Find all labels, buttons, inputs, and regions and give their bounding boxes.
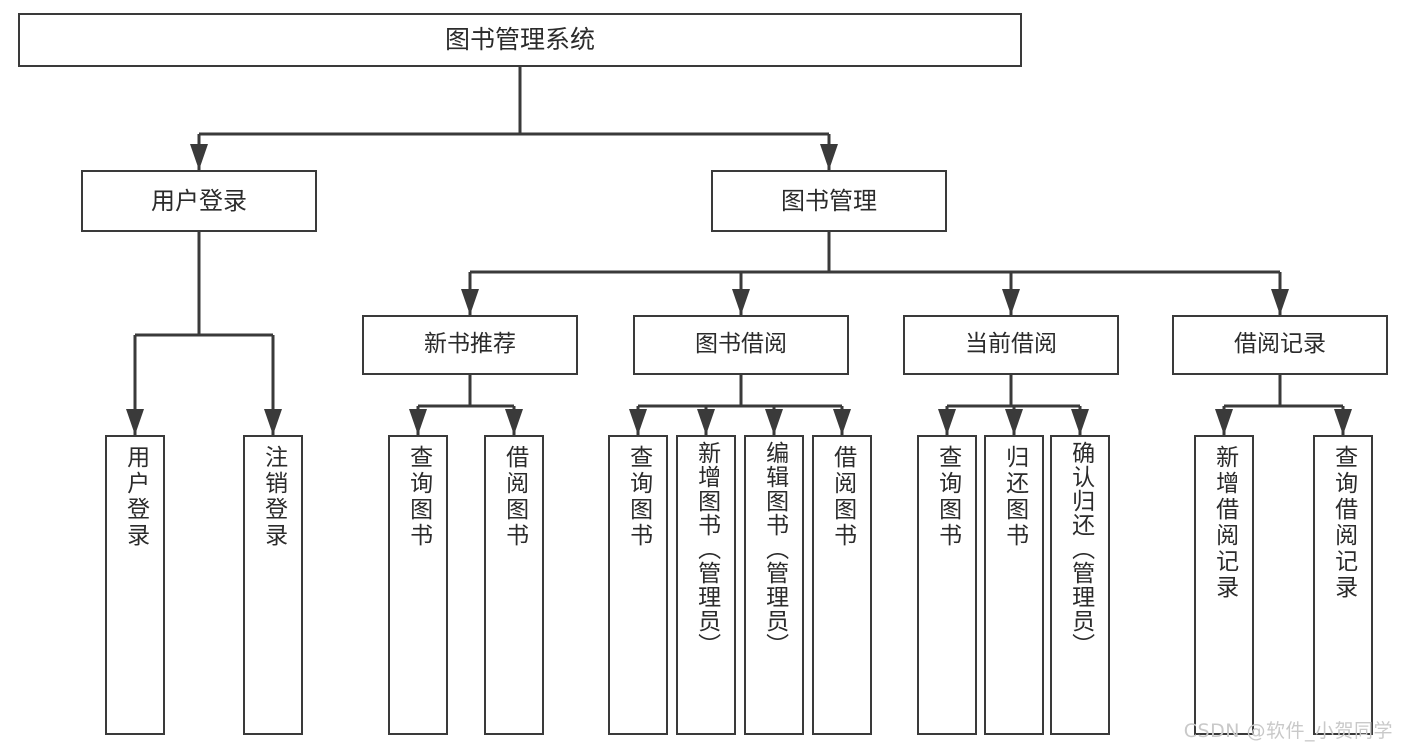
node-leaf6[interactable]: 新增图书（管理员） xyxy=(676,435,736,735)
node-label: 查询图书 xyxy=(405,445,432,549)
node-leaf9[interactable]: 查询图书 xyxy=(917,435,977,735)
node-leaf11[interactable]: 确认归还（管理员） xyxy=(1050,435,1110,735)
arrowhead-icon xyxy=(505,409,523,435)
node-login[interactable]: 用户登录 xyxy=(81,170,317,232)
arrowhead-icon xyxy=(820,144,838,170)
node-leaf8[interactable]: 借阅图书 xyxy=(812,435,872,735)
node-label: 用户登录 xyxy=(151,186,247,215)
node-leaf3[interactable]: 查询图书 xyxy=(388,435,448,735)
node-leaf5[interactable]: 查询图书 xyxy=(608,435,668,735)
node-leaf2[interactable]: 注销登录 xyxy=(243,435,303,735)
node-borrow[interactable]: 图书借阅 xyxy=(633,315,849,375)
node-label: 注销登录 xyxy=(260,445,287,549)
arrowhead-icon xyxy=(629,409,647,435)
arrowhead-icon xyxy=(126,409,144,435)
node-label: 图书管理系统 xyxy=(444,25,595,55)
node-label: 借阅图书 xyxy=(829,445,856,549)
arrowhead-icon xyxy=(732,289,750,315)
arrowhead-icon xyxy=(697,409,715,435)
node-label: 新书推荐 xyxy=(424,331,516,358)
arrowhead-icon xyxy=(833,409,851,435)
node-leaf10[interactable]: 归还图书 xyxy=(984,435,1044,735)
arrowhead-icon xyxy=(461,289,479,315)
node-label: 新增图书（管理员） xyxy=(693,441,720,657)
node-label: 归还图书 xyxy=(1001,445,1028,549)
node-label: 借阅记录 xyxy=(1234,331,1326,358)
node-label: 图书借阅 xyxy=(695,331,787,358)
arrowhead-icon xyxy=(1215,409,1233,435)
node-label: 借阅图书 xyxy=(501,445,528,549)
node-label: 查询图书 xyxy=(625,445,652,549)
node-bookmgmt[interactable]: 图书管理 xyxy=(711,170,947,232)
arrowhead-icon xyxy=(938,409,956,435)
arrowhead-icon xyxy=(1002,289,1020,315)
node-newbook[interactable]: 新书推荐 xyxy=(362,315,578,375)
node-label: 查询借阅记录 xyxy=(1330,445,1357,601)
node-leaf1[interactable]: 用户登录 xyxy=(105,435,165,735)
node-leaf12[interactable]: 新增借阅记录 xyxy=(1194,435,1254,735)
arrowhead-icon xyxy=(1071,409,1089,435)
node-leaf7[interactable]: 编辑图书（管理员） xyxy=(744,435,804,735)
node-label: 用户登录 xyxy=(122,445,149,549)
arrowhead-icon xyxy=(1005,409,1023,435)
arrowhead-icon xyxy=(190,144,208,170)
node-label: 查询图书 xyxy=(934,445,961,549)
arrowhead-icon xyxy=(264,409,282,435)
arrowhead-icon xyxy=(409,409,427,435)
node-label: 编辑图书（管理员） xyxy=(761,441,788,657)
node-label: 确认归还（管理员） xyxy=(1067,441,1094,657)
node-leaf13[interactable]: 查询借阅记录 xyxy=(1313,435,1373,735)
arrowhead-icon xyxy=(1271,289,1289,315)
node-label: 当前借阅 xyxy=(965,331,1057,358)
arrowhead-icon xyxy=(765,409,783,435)
arrowhead-icon xyxy=(1334,409,1352,435)
node-root[interactable]: 图书管理系统 xyxy=(18,13,1022,67)
node-label: 图书管理 xyxy=(781,186,877,215)
node-current[interactable]: 当前借阅 xyxy=(903,315,1119,375)
node-label: 新增借阅记录 xyxy=(1211,445,1238,601)
node-leaf4[interactable]: 借阅图书 xyxy=(484,435,544,735)
node-records[interactable]: 借阅记录 xyxy=(1172,315,1388,375)
